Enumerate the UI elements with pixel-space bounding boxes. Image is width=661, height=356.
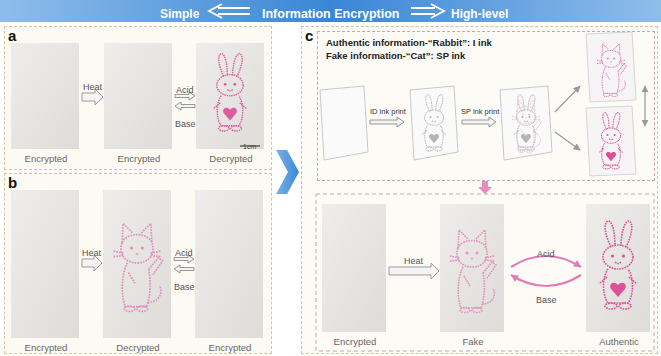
cat-pattern (597, 44, 626, 97)
arrow-head (431, 4, 444, 18)
panel-frame: cAuthentic information-“Rabbit”: I inkFa… (301, 26, 658, 354)
edge-label: Base (175, 119, 196, 129)
switch-arrow (644, 86, 645, 126)
arrow-head (573, 260, 581, 267)
banner-label: High-level (451, 8, 508, 22)
edge-arrow (174, 265, 194, 273)
output-sheet (586, 106, 636, 176)
sample-caption: Decrypted (104, 342, 172, 353)
paper-sheet (322, 204, 386, 332)
panel-letter: a (8, 27, 20, 44)
rabbit-pattern (599, 113, 623, 169)
paper-sheet (11, 43, 79, 149)
edge-label: Acid (537, 249, 555, 259)
edge-arrow (175, 102, 195, 110)
paper-sample: Decrypted (104, 191, 172, 339)
rabbit-pattern (599, 221, 637, 309)
paper-sheet (196, 43, 264, 149)
split-arrow (555, 132, 580, 150)
banner-title: Information Encryption (262, 7, 400, 21)
subpanel-frame: Authentic information-“Rabbit”: I inkFak… (317, 31, 655, 181)
printed-sheet (500, 86, 552, 160)
paper-sample: Encrypted (105, 44, 173, 150)
step-label: ID ink print (370, 108, 406, 117)
thin-arrow (175, 102, 195, 110)
blank-sheet (320, 86, 368, 160)
panel-ground (4, 173, 272, 354)
chevron-arrow (276, 150, 299, 194)
rabbit-pattern-hidden (514, 95, 538, 151)
edge-label: Acid (176, 85, 194, 95)
paper-sample: Encrypted (12, 44, 80, 150)
rabbit-pattern-hidden (422, 95, 446, 151)
sample-caption: Decrypted (197, 153, 265, 164)
thin-arrow (174, 265, 194, 273)
arrow-shaft (218, 8, 250, 14)
sample-caption: Encrypted (323, 336, 387, 347)
subpanel-frame (316, 194, 654, 351)
banner-arrow-right (411, 4, 444, 18)
edge-label: Heat (82, 248, 101, 258)
panel-ground (4, 26, 272, 170)
banner-arrow-left (209, 4, 250, 18)
paper-sheet (11, 190, 79, 338)
arrow-head (511, 275, 519, 282)
arrow-shaft (411, 8, 435, 14)
paper-sample: Authentic (587, 205, 651, 333)
paper-sheet (586, 204, 650, 332)
sample-caption: Encrypted (12, 342, 80, 353)
sample-caption: Authentic (587, 336, 651, 347)
print-arrow (370, 117, 404, 127)
cat-pattern (450, 230, 496, 313)
paper-sample: Encrypted (323, 205, 387, 333)
arrow-head (209, 4, 222, 18)
cat-pattern-hidden (512, 100, 541, 153)
edge-label: Heat (404, 256, 423, 266)
sample-caption: Fake (441, 336, 505, 347)
paper-sample: Encrypted (12, 191, 80, 339)
rabbit-pattern (213, 54, 246, 131)
banner-label: Simple (160, 8, 199, 22)
panel-frame: bEncryptedDecryptedEncrypted (4, 173, 272, 354)
banner-bar (0, 0, 661, 22)
printed-sheet (410, 86, 458, 160)
sample-caption: Encrypted (196, 342, 264, 353)
sample-caption: Encrypted (12, 153, 80, 164)
ink-note: Authentic information-“Rabbit”: I ink (326, 37, 654, 48)
paper-sample: Decrypted (197, 44, 265, 150)
paper-sample: Encrypted (196, 191, 264, 339)
edge-arrow (511, 275, 581, 286)
paper-sheet (103, 190, 171, 338)
edge-label: Base (174, 282, 195, 292)
paper-sheet (104, 43, 172, 149)
paper-sheet (195, 190, 263, 338)
split-arrow (555, 86, 580, 112)
curved-arrow-line (511, 275, 581, 286)
scale-label: 1cm (243, 143, 256, 151)
down-arrow (478, 181, 492, 194)
cat-pattern (114, 223, 163, 311)
edge-label: Base (536, 295, 557, 305)
panel-letter: c (305, 27, 317, 44)
output-sheet (586, 32, 636, 102)
step-label: SP ink print (461, 108, 499, 117)
paper-sheet (440, 204, 504, 332)
print-arrow (462, 117, 496, 127)
panel-ground (301, 26, 658, 354)
paper-sample: Fake (441, 205, 505, 333)
edge-label: Acid (175, 248, 193, 258)
panel-letter: b (8, 174, 20, 191)
panel-frame: aEncryptedEncryptedDecrypted (4, 26, 272, 170)
ink-note: Fake information-“Cat”: SP ink (326, 50, 654, 61)
edge-label: Heat (83, 82, 102, 92)
sample-caption: Encrypted (105, 153, 173, 164)
